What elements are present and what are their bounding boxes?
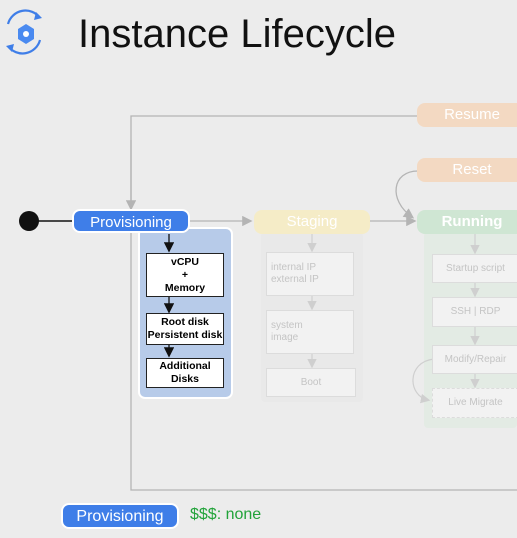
state-reset[interactable]: Reset	[417, 158, 517, 182]
step-vcpu-memory-label: vCPU + Memory	[164, 255, 206, 294]
step-vcpu-memory: vCPU + Memory	[146, 253, 224, 297]
step-root-disk-label: Root disk Persistent disk	[147, 316, 223, 341]
reset-loop	[395, 170, 419, 219]
state-staging[interactable]: Staging	[254, 210, 370, 234]
state-resume[interactable]: Resume	[417, 103, 517, 127]
cost-label: $$$: none	[190, 506, 262, 523]
step-additional-disks: Additional Disks	[146, 358, 224, 388]
step-system-image: system image	[266, 310, 354, 354]
step-system-image-label: system image	[271, 320, 303, 343]
loop-connector	[130, 115, 517, 491]
page-title: Instance Lifecycle	[78, 12, 396, 56]
start-node	[19, 211, 39, 231]
step-boot: Boot	[266, 368, 356, 397]
step-ip-addresses-label: internal IP external IP	[271, 262, 319, 285]
step-additional-disks-label: Additional Disks	[159, 360, 211, 385]
refresh-hexagon-icon	[6, 9, 42, 55]
state-provisioning[interactable]: Provisioning	[72, 209, 190, 233]
current-state-badge: Provisioning	[61, 503, 179, 529]
step-startup-script: Startup script	[432, 254, 517, 283]
step-ssh-rdp: SSH | RDP	[432, 297, 517, 327]
step-root-disk: Root disk Persistent disk	[146, 313, 224, 345]
step-modify-repair: Modify/Repair	[432, 345, 517, 374]
step-live-migrate: Live Migrate	[432, 388, 517, 418]
state-running[interactable]: Running	[417, 210, 517, 234]
step-ip-addresses: internal IP external IP	[266, 252, 354, 296]
